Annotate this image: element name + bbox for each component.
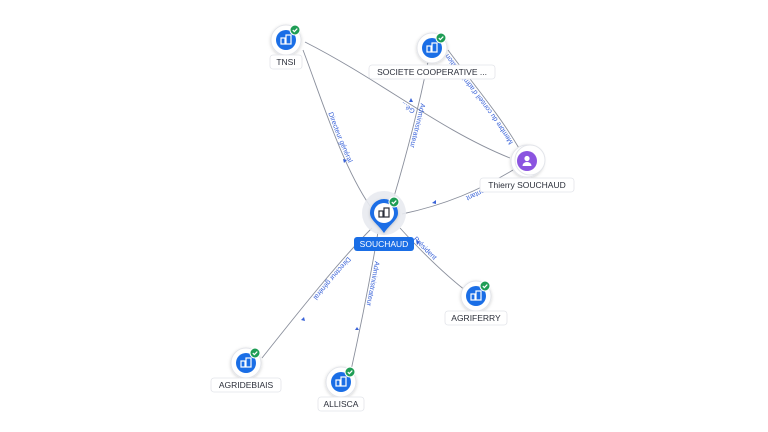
arrow-icon [301, 317, 305, 321]
svg-text:TNSI: TNSI [276, 57, 295, 67]
node-agriferry[interactable] [460, 280, 492, 312]
node-thierry-souchaud[interactable] [510, 144, 546, 178]
building-icon [335, 376, 347, 387]
node-tnsi[interactable] [270, 24, 302, 56]
svg-text:SOCIETE COOPERATIVE ...: SOCIETE COOPERATIVE ... [377, 67, 487, 77]
verified-check-icon [388, 196, 400, 208]
arrow-icon [432, 200, 436, 204]
edge-label: Directeur général [311, 255, 351, 301]
svg-text:Thierry SOUCHAUD: Thierry SOUCHAUD [488, 180, 565, 190]
verified-check-icon [435, 32, 447, 44]
edge-label: Gé... [400, 100, 417, 114]
node-societe-cooperative[interactable] [416, 32, 448, 64]
node-allisca[interactable] [325, 366, 357, 398]
edge-label: Directeur général [326, 111, 353, 164]
edge-souchaud-allisca [349, 231, 379, 376]
node-agridebiais[interactable] [230, 347, 262, 379]
arrow-icon [355, 327, 359, 330]
svg-text:ALLISCA: ALLISCA [324, 399, 359, 409]
node-label-thierry-souchaud[interactable]: Thierry SOUCHAUD [479, 177, 575, 193]
svg-text:AGRIDEBIAIS: AGRIDEBIAIS [219, 380, 274, 390]
nodes-layer: TNSI SOCIETE COOPERATIVE ... [210, 24, 575, 412]
edge-label: Président [412, 236, 438, 262]
edge-label: Administrateur [365, 261, 380, 308]
building-icon [280, 34, 292, 45]
svg-text:SOUCHAUD: SOUCHAUD [360, 239, 409, 249]
node-label-societe-cooperative[interactable]: SOCIETE COOPERATIVE ... [368, 64, 496, 80]
node-label-allisca[interactable]: ALLISCA [317, 396, 365, 412]
building-icon [426, 42, 438, 53]
node-souchaud[interactable] [362, 191, 406, 235]
arrow-icon [343, 159, 347, 163]
edges-layer [261, 41, 521, 376]
node-label-agridebiais[interactable]: AGRIDEBIAIS [210, 377, 282, 393]
person-icon [522, 155, 532, 166]
edge-scoop-souchaud [392, 61, 429, 201]
verified-check-icon [479, 280, 491, 292]
node-label-tnsi[interactable]: TNSI [269, 54, 303, 70]
building-icon [378, 207, 390, 218]
arrow-icon [409, 98, 413, 102]
building-icon [240, 357, 252, 368]
verified-check-icon [249, 347, 261, 359]
verified-check-icon [344, 366, 356, 378]
building-icon [470, 290, 482, 301]
node-label-agriferry[interactable]: AGRIFERRY [444, 310, 508, 326]
arrow-icon [416, 240, 420, 245]
svg-text:AGRIFERRY: AGRIFERRY [451, 313, 501, 323]
verified-check-icon [289, 24, 301, 36]
node-label-souchaud[interactable]: SOUCHAUD [354, 237, 414, 251]
